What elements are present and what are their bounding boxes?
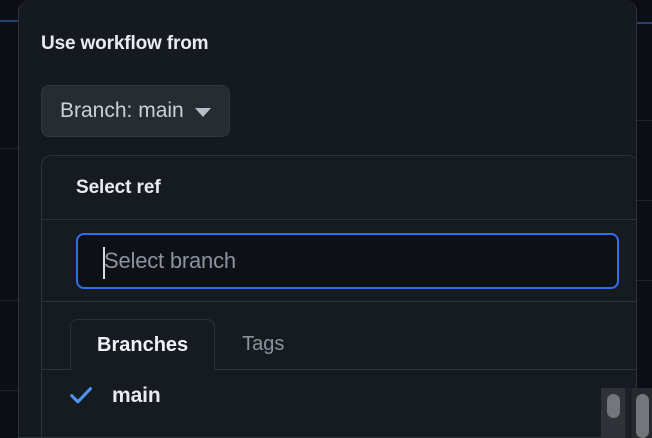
branch-select-trigger-label: Branch: main <box>60 99 184 122</box>
scrollbar-cluster <box>601 388 652 438</box>
run-workflow-dialog: Use workflow from Branch: main Select re… <box>18 0 637 438</box>
scrollbar-thumb[interactable] <box>606 394 620 418</box>
backdrop-accent-line <box>637 22 652 24</box>
inner-list-scrollbar[interactable] <box>601 388 625 438</box>
backdrop-accent-line <box>0 20 18 22</box>
branch-select-trigger[interactable]: Branch: main <box>41 85 230 137</box>
chevron-down-icon <box>194 107 211 117</box>
list-item[interactable]: main <box>42 370 636 422</box>
backdrop-divider <box>637 280 652 281</box>
select-ref-header: Select ref <box>42 156 636 220</box>
page-scrollbar[interactable] <box>632 388 652 438</box>
dialog-title: Use workflow from <box>41 33 209 54</box>
tab-branches-label: Branches <box>97 333 189 356</box>
backdrop-divider <box>637 120 652 121</box>
branch-list: main <box>42 370 636 422</box>
backdrop-divider <box>0 148 18 149</box>
check-icon <box>70 387 92 404</box>
select-ref-title: Select ref <box>76 176 161 198</box>
text-cursor <box>103 246 105 279</box>
tab-branches[interactable]: Branches <box>70 319 216 371</box>
branch-name: main <box>112 384 161 407</box>
backdrop-divider <box>0 390 18 391</box>
branch-search-placeholder: Select branch <box>104 247 236 273</box>
branch-search-row: Select branch <box>42 220 636 302</box>
tab-tags[interactable]: Tags <box>215 318 311 370</box>
backdrop-divider <box>0 300 18 301</box>
ref-type-tabs: Branches Tags <box>42 302 636 371</box>
tab-tags-label: Tags <box>242 333 285 355</box>
scrollbar-thumb[interactable] <box>635 394 649 438</box>
backdrop-divider <box>637 200 652 201</box>
select-ref-popover: Select ref Select branch Branches Tags m… <box>41 155 636 437</box>
scrollbar-gutter <box>625 388 632 438</box>
branch-search-input[interactable]: Select branch <box>76 232 619 289</box>
